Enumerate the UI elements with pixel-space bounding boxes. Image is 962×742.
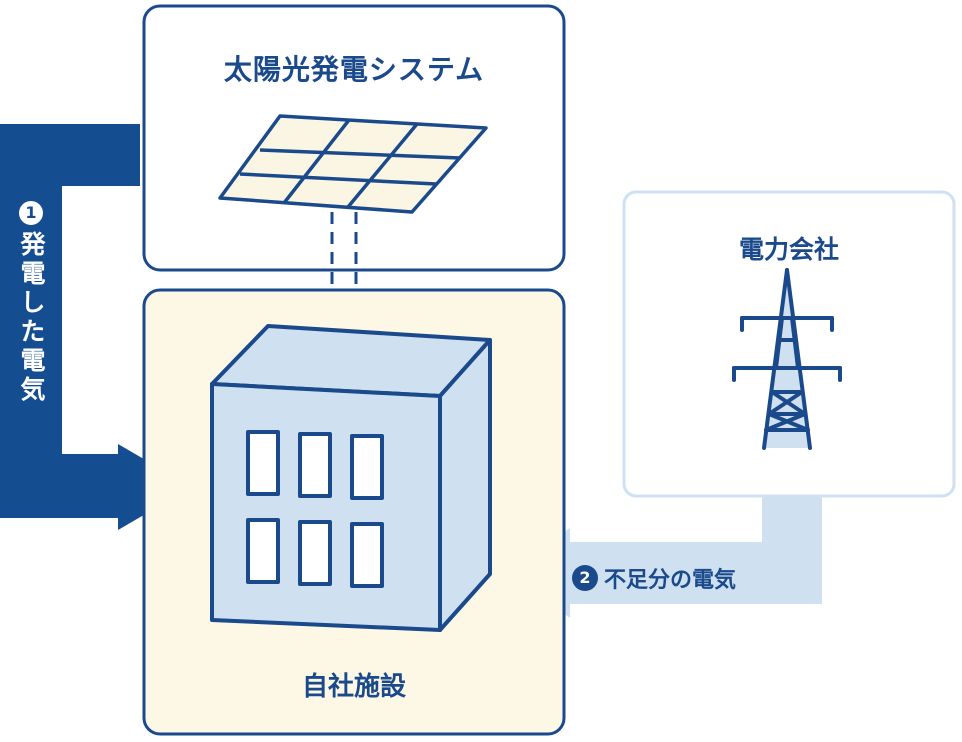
transmission-tower-icon bbox=[732, 268, 842, 450]
flow1-arrow bbox=[0, 124, 192, 530]
flow2-label: 2 不足分の電気 bbox=[572, 562, 736, 594]
building-icon bbox=[210, 324, 492, 632]
facility-title: 自社施設 bbox=[301, 672, 406, 702]
flow2-number-badge: 2 bbox=[572, 565, 598, 591]
flow1-number-badge: 1 bbox=[19, 201, 43, 225]
flow1-label: 1 発電した電気 bbox=[0, 192, 62, 415]
flow1-text: 発電した電気 bbox=[17, 231, 46, 405]
cable bbox=[330, 212, 358, 350]
power-company-title: 電力会社 bbox=[738, 235, 839, 264]
flow2-text: 不足分の電気 bbox=[604, 568, 737, 593]
solar-panel-icon bbox=[218, 114, 488, 214]
solar-system-title: 太陽光発電システム bbox=[223, 53, 485, 86]
